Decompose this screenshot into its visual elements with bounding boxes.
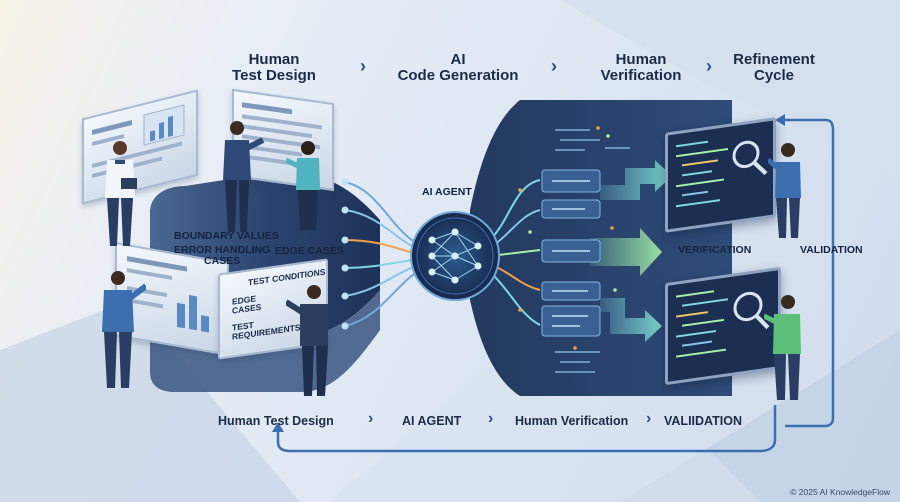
- label-edge-cases: EDGE CASES: [275, 245, 344, 257]
- header-step-human-test-design: Human Test Design: [232, 51, 316, 84]
- person-analyst-icon: [102, 271, 146, 388]
- code-screen-bottom: [665, 266, 781, 386]
- board-edge-cases: EDGE CASES: [232, 293, 262, 316]
- person-woman-icon: [286, 141, 320, 230]
- chevron-right-icon: ›: [706, 56, 712, 76]
- ai-agent-label: AI AGENT: [422, 186, 472, 198]
- person-reviewer-top-icon: [768, 143, 801, 238]
- code-screen-top: [665, 117, 776, 233]
- bar-chart-icon: [127, 256, 209, 333]
- label-boundary-values: BOUNDARY VALUES: [174, 230, 279, 242]
- label-error-handling-cases: ERROR HANDLING CASES: [174, 244, 271, 267]
- header-step-refinement-cycle: Refinement Cycle: [733, 51, 815, 84]
- label-validation: VALIDATION: [800, 244, 863, 256]
- chevron-right-icon: ›: [360, 56, 366, 76]
- copyright-text: © 2025 AI KnowledgeFlow: [790, 487, 890, 497]
- code-review-icon: [676, 290, 770, 358]
- chevron-right-icon: ›: [551, 56, 557, 76]
- code-lines-icon: [676, 140, 768, 208]
- person-tablet-icon: [105, 141, 137, 246]
- label-verification: VERIFICATION: [678, 244, 752, 256]
- footer-step-human-test-design: Human Test Design: [218, 414, 334, 428]
- footer-step-ai-agent: AI AGENT: [402, 414, 462, 428]
- chevron-right-icon: ›: [368, 410, 374, 427]
- header-step-human-verification: Human Verification: [600, 51, 682, 84]
- person-pointing-icon: [286, 285, 328, 396]
- chevron-right-icon: ›: [488, 410, 494, 427]
- person-presenter-icon: [223, 121, 265, 232]
- footer-step-validation: VALIIDATION: [664, 414, 743, 428]
- header-step-ai-code-generation: AI Code Generation: [397, 51, 519, 84]
- floating-panel-mid-left: [115, 241, 229, 357]
- person-reviewer-bottom-icon: [764, 295, 801, 400]
- footer-step-human-verification: Human Verification: [515, 414, 629, 428]
- chevron-right-icon: ›: [646, 410, 652, 427]
